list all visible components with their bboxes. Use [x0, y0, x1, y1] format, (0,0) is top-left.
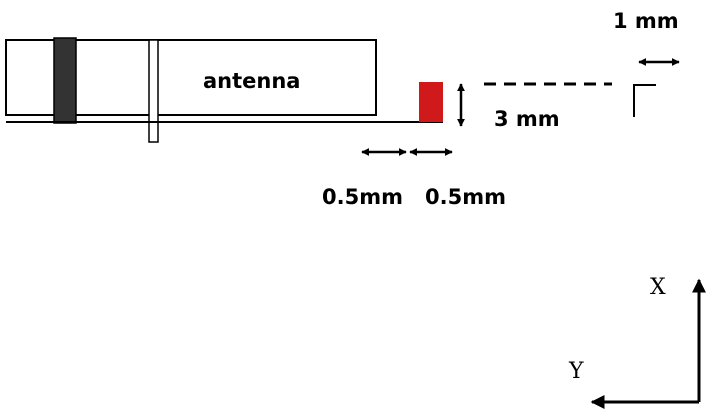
offset-first-label: 0.5mm [322, 185, 403, 209]
y-axis-label: Y [568, 359, 584, 384]
marker-block [419, 82, 443, 122]
corner-bracket [633, 84, 656, 117]
coordinate-axes: X Y [568, 275, 706, 409]
antenna-label: antenna [203, 69, 300, 93]
x-axis-label: X [650, 275, 666, 300]
antenna-band [53, 37, 77, 124]
gap-dimension-label: 1 mm [613, 9, 679, 33]
height-dimension-label: 3 mm [494, 107, 560, 131]
antenna-body: antenna [5, 37, 443, 143]
offset-second-label: 0.5mm [425, 185, 506, 209]
antenna-pin [148, 39, 159, 143]
